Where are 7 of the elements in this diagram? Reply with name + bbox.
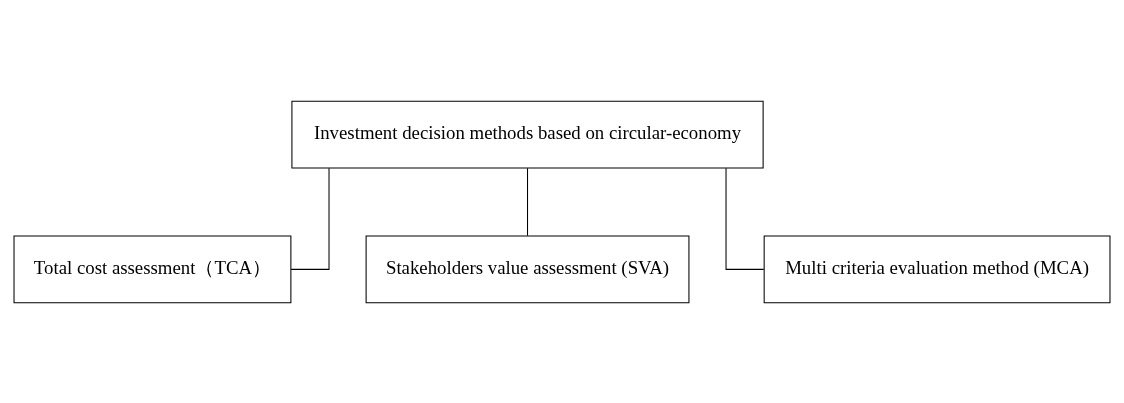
node-box: Stakeholders value assessment (SVA) xyxy=(365,234,690,303)
connector xyxy=(527,167,529,236)
node-box: Total cost assessment（TCA） xyxy=(13,234,292,303)
connector xyxy=(290,167,330,270)
connector xyxy=(725,167,765,270)
node-box: Multi criteria evaluation method (MCA) xyxy=(763,234,1111,303)
node-box: Investment decision methods based on circular-economy xyxy=(291,100,764,169)
